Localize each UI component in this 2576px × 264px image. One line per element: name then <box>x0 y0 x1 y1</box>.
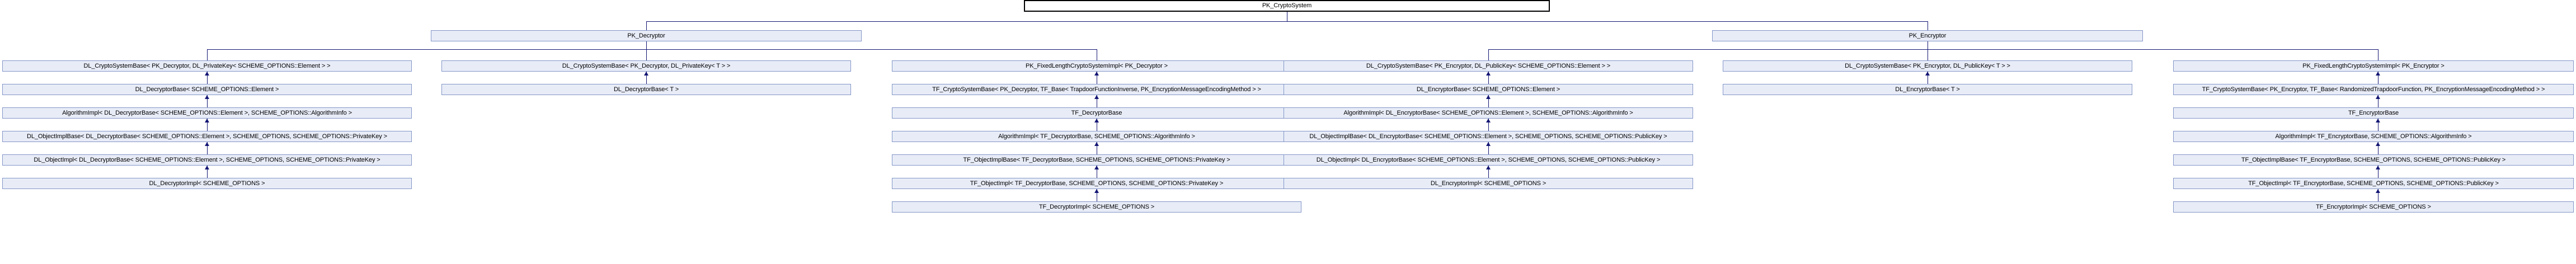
class-node-pk-fixedlengthcryptosystemimpl-encryptor[interactable]: PK_FixedLengthCryptoSystemImpl< PK_Encry… <box>2173 60 2574 72</box>
class-node-pk-fixedlengthcryptosystemimpl-decryptor[interactable]: PK_FixedLengthCryptoSystemImpl< PK_Decry… <box>892 60 1301 72</box>
arrow-chain-6-r7r8 <box>2376 166 2380 169</box>
edge-chain-1-r3r4 <box>207 72 208 84</box>
edge-chain-1-r5r6 <box>207 119 208 131</box>
arrow-chain-4-r4r5 <box>1486 95 1491 99</box>
arrow-chain-1-r7r8 <box>205 166 209 169</box>
class-node-dl-cryptosystembase-decryptor-element[interactable]: DL_CryptoSystemBase< PK_Decryptor, DL_Pr… <box>2 60 412 72</box>
edge-chain-1-r6r7 <box>207 142 208 154</box>
class-node-dl-objectimpl-decryptor[interactable]: DL_ObjectImpl< DL_DecryptorBase< SCHEME_… <box>2 154 412 166</box>
arrow-chain-6-r6r7 <box>2376 142 2380 146</box>
arrow-chain-6-r8r9 <box>2376 189 2380 193</box>
class-node-dl-encryptorimpl[interactable]: DL_EncryptorImpl< SCHEME_OPTIONS > <box>1284 178 1693 189</box>
arrow-chain-1-r4r5 <box>205 95 209 99</box>
class-node-dl-objectimplbase-decryptor[interactable]: DL_ObjectImplBase< DL_DecryptorBase< SCH… <box>2 131 412 142</box>
edge-enc-bus-drop-1 <box>1488 49 1489 60</box>
class-node-tf-decryptorimpl[interactable]: TF_DecryptorImpl< SCHEME_OPTIONS > <box>892 201 1301 213</box>
arrow-chain-3-r5r6 <box>1094 119 1099 122</box>
arrow-chain-3-r4r5 <box>1094 95 1099 99</box>
class-node-tf-encryptorimpl[interactable]: TF_EncryptorImpl< SCHEME_OPTIONS > <box>2173 201 2574 213</box>
edge-decryptor-stem <box>646 41 647 49</box>
class-node-dl-encryptorbase-t[interactable]: DL_EncryptorBase< T > <box>1723 84 2132 95</box>
class-node-pk-cryptosystem[interactable]: PK_CryptoSystem <box>1024 0 1550 12</box>
arrow-chain-4-r7r8 <box>1486 166 1491 169</box>
edge-chain-2-r3r4 <box>646 72 647 84</box>
class-node-tf-objectimpl-encryptor[interactable]: TF_ObjectImpl< TF_EncryptorBase, SCHEME_… <box>2173 178 2574 189</box>
class-node-pk-decryptor[interactable]: PK_Decryptor <box>431 30 862 41</box>
class-node-tf-cryptosystembase-decryptor[interactable]: TF_CryptoSystemBase< PK_Decryptor, TF_Ba… <box>892 84 1301 95</box>
arrow-chain-6-r5r6 <box>2376 119 2380 122</box>
edge-root-to-decryptor <box>646 21 647 30</box>
edge-chain-1-r7r8 <box>207 166 208 178</box>
edge-chain-4-r7r8 <box>1488 166 1489 178</box>
edge-chain-1-r4r5 <box>207 95 208 107</box>
class-node-pk-encryptor[interactable]: PK_Encryptor <box>1712 30 2143 41</box>
edge-decryptor-bus <box>207 49 1097 50</box>
class-node-algorithmimpl-tf-decryptorbase[interactable]: AlgorithmImpl< TF_DecryptorBase, SCHEME_… <box>892 131 1301 142</box>
class-node-dl-objectimpl-encryptor[interactable]: DL_ObjectImpl< DL_EncryptorBase< SCHEME_… <box>1284 154 1693 166</box>
class-node-dl-decryptorbase-element[interactable]: DL_DecryptorBase< SCHEME_OPTIONS::Elemen… <box>2 84 412 95</box>
class-node-tf-objectimpl-decryptor[interactable]: TF_ObjectImpl< TF_DecryptorBase, SCHEME_… <box>892 178 1301 189</box>
arrow-chain-4-r5r6 <box>1486 119 1491 122</box>
class-node-tf-decryptorbase[interactable]: TF_DecryptorBase <box>892 107 1301 119</box>
edge-encryptor-bus <box>1488 49 2378 50</box>
class-node-tf-encryptorbase[interactable]: TF_EncryptorBase <box>2173 107 2574 119</box>
edge-root-bus <box>646 21 1928 22</box>
arrow-chain-1-r6r7 <box>205 142 209 146</box>
arrow-chain-1-r3r4 <box>205 72 209 76</box>
class-node-dl-objectimplbase-encryptor[interactable]: DL_ObjectImplBase< DL_EncryptorBase< SCH… <box>1284 131 1693 142</box>
edge-dec-bus-drop-2 <box>646 49 647 60</box>
class-node-algorithmimpl-tf-encryptorbase[interactable]: AlgorithmImpl< TF_EncryptorBase, SCHEME_… <box>2173 131 2574 142</box>
arrow-chain-3-r7r8 <box>1094 166 1099 169</box>
edge-chain-4-r3r4 <box>1488 72 1489 84</box>
class-node-dl-cryptosystembase-encryptor-element[interactable]: DL_CryptoSystemBase< PK_Encryptor, DL_Pu… <box>1284 60 1693 72</box>
arrow-chain-6-r4r5 <box>2376 95 2380 99</box>
arrow-chain-5-r3r4 <box>1925 72 1930 76</box>
class-node-tf-objectimplbase-encryptor[interactable]: TF_ObjectImplBase< TF_EncryptorBase, SCH… <box>2173 154 2574 166</box>
edge-chain-4-r6r7 <box>1488 142 1489 154</box>
arrow-chain-4-r3r4 <box>1486 72 1491 76</box>
class-node-algorithmimpl-dl-decryptorbase[interactable]: AlgorithmImpl< DL_DecryptorBase< SCHEME_… <box>2 107 412 119</box>
edge-chain-4-r4r5 <box>1488 95 1489 107</box>
arrow-chain-6-r3r4 <box>2376 72 2380 76</box>
edge-chain-4-r5r6 <box>1488 119 1489 131</box>
class-node-dl-decryptorbase-t[interactable]: DL_DecryptorBase< T > <box>441 84 851 95</box>
arrow-chain-3-r6r7 <box>1094 142 1099 146</box>
arrow-chain-2-r3r4 <box>644 72 648 76</box>
class-node-tf-cryptosystembase-encryptor[interactable]: TF_CryptoSystemBase< PK_Encryptor, TF_Ba… <box>2173 84 2574 95</box>
class-node-dl-cryptosystembase-decryptor-t[interactable]: DL_CryptoSystemBase< PK_Decryptor, DL_Pr… <box>441 60 851 72</box>
arrow-chain-3-r3r4 <box>1094 72 1099 76</box>
class-node-dl-cryptosystembase-encryptor-t[interactable]: DL_CryptoSystemBase< PK_Encryptor, DL_Pu… <box>1723 60 2132 72</box>
class-node-algorithmimpl-dl-encryptorbase[interactable]: AlgorithmImpl< DL_EncryptorBase< SCHEME_… <box>1284 107 1693 119</box>
edge-dec-bus-drop-1 <box>207 49 208 60</box>
class-node-tf-objectimplbase-decryptor[interactable]: TF_ObjectImplBase< TF_DecryptorBase, SCH… <box>892 154 1301 166</box>
arrow-chain-3-r8r9 <box>1094 189 1099 193</box>
arrow-chain-4-r6r7 <box>1486 142 1491 146</box>
class-node-dl-decryptorimpl[interactable]: DL_DecryptorImpl< SCHEME_OPTIONS > <box>2 178 412 189</box>
arrow-chain-1-r5r6 <box>205 119 209 122</box>
class-node-dl-encryptorbase-element[interactable]: DL_EncryptorBase< SCHEME_OPTIONS::Elemen… <box>1284 84 1693 95</box>
